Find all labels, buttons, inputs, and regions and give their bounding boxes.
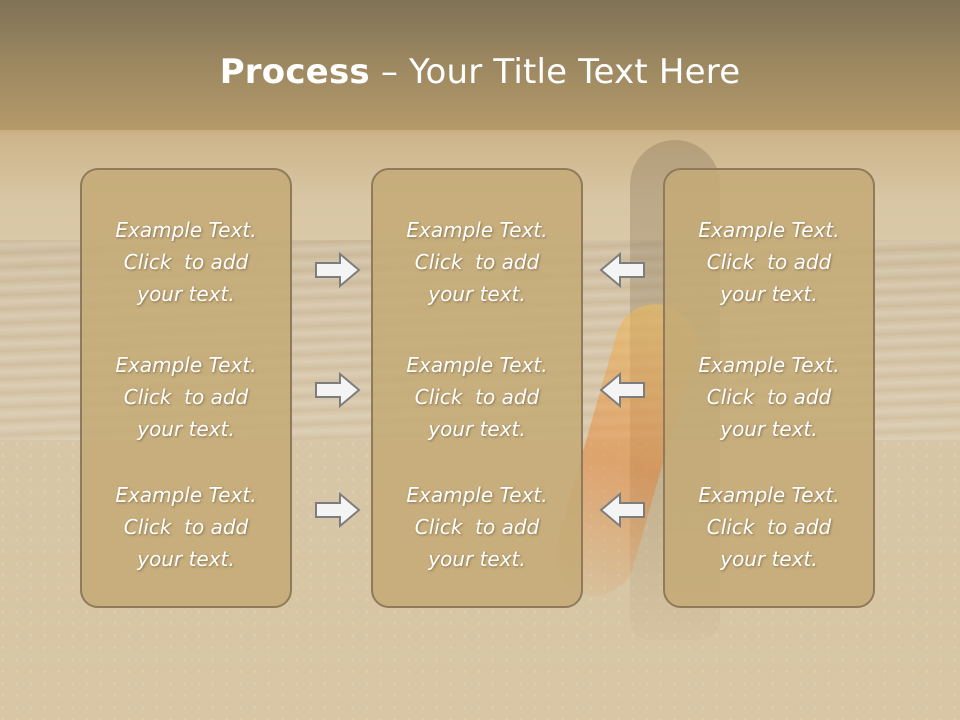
text-placeholder[interactable]: Example Text. Click to add your text. [373,214,581,310]
process-box-right[interactable]: Example Text. Click to add your text. Ex… [663,168,875,608]
text-line: your text. [720,282,818,306]
text-line: Click to add [414,250,540,274]
text-line: Example Text. [115,353,257,377]
text-placeholder[interactable]: Example Text. Click to add your text. [82,214,290,310]
process-box-center[interactable]: Example Text. Click to add your text. Ex… [371,168,583,608]
text-line: Click to add [706,250,832,274]
text-line: Click to add [123,515,249,539]
text-line: Example Text. [406,218,548,242]
text-line: your text. [720,417,818,441]
left-arrow-icon[interactable] [598,251,646,289]
slide-title[interactable]: Process – Your Title Text Here [0,52,960,92]
text-line: Example Text. [406,483,548,507]
text-placeholder[interactable]: Example Text. Click to add your text. [665,214,873,310]
text-line: Click to add [414,385,540,409]
text-line: Example Text. [698,218,840,242]
text-placeholder[interactable]: Example Text. Click to add your text. [665,479,873,575]
text-line: Example Text. [115,483,257,507]
text-placeholder[interactable]: Example Text. Click to add your text. [82,479,290,575]
title-bold-text: Process [219,52,370,92]
text-placeholder[interactable]: Example Text. Click to add your text. [373,349,581,445]
right-arrow-icon[interactable] [314,251,362,289]
text-line: your text. [137,547,235,571]
text-line: Click to add [414,515,540,539]
left-arrow-icon[interactable] [598,491,646,529]
text-line: Click to add [706,515,832,539]
text-line: your text. [428,282,526,306]
text-line: Click to add [123,250,249,274]
text-placeholder[interactable]: Example Text. Click to add your text. [665,349,873,445]
text-line: your text. [720,547,818,571]
process-box-left[interactable]: Example Text. Click to add your text. Ex… [80,168,292,608]
text-line: Example Text. [698,483,840,507]
text-line: your text. [428,417,526,441]
right-arrow-icon[interactable] [314,491,362,529]
text-line: Click to add [706,385,832,409]
text-placeholder[interactable]: Example Text. Click to add your text. [373,479,581,575]
text-line: Example Text. [115,218,257,242]
text-line: Example Text. [406,353,548,377]
text-line: your text. [137,282,235,306]
right-arrow-icon[interactable] [314,371,362,409]
text-line: your text. [137,417,235,441]
left-arrow-icon[interactable] [598,371,646,409]
text-placeholder[interactable]: Example Text. Click to add your text. [82,349,290,445]
text-line: Example Text. [698,353,840,377]
title-bar [0,0,960,130]
text-line: Click to add [123,385,249,409]
text-line: your text. [428,547,526,571]
title-rest-text: – Your Title Text Here [369,52,741,92]
